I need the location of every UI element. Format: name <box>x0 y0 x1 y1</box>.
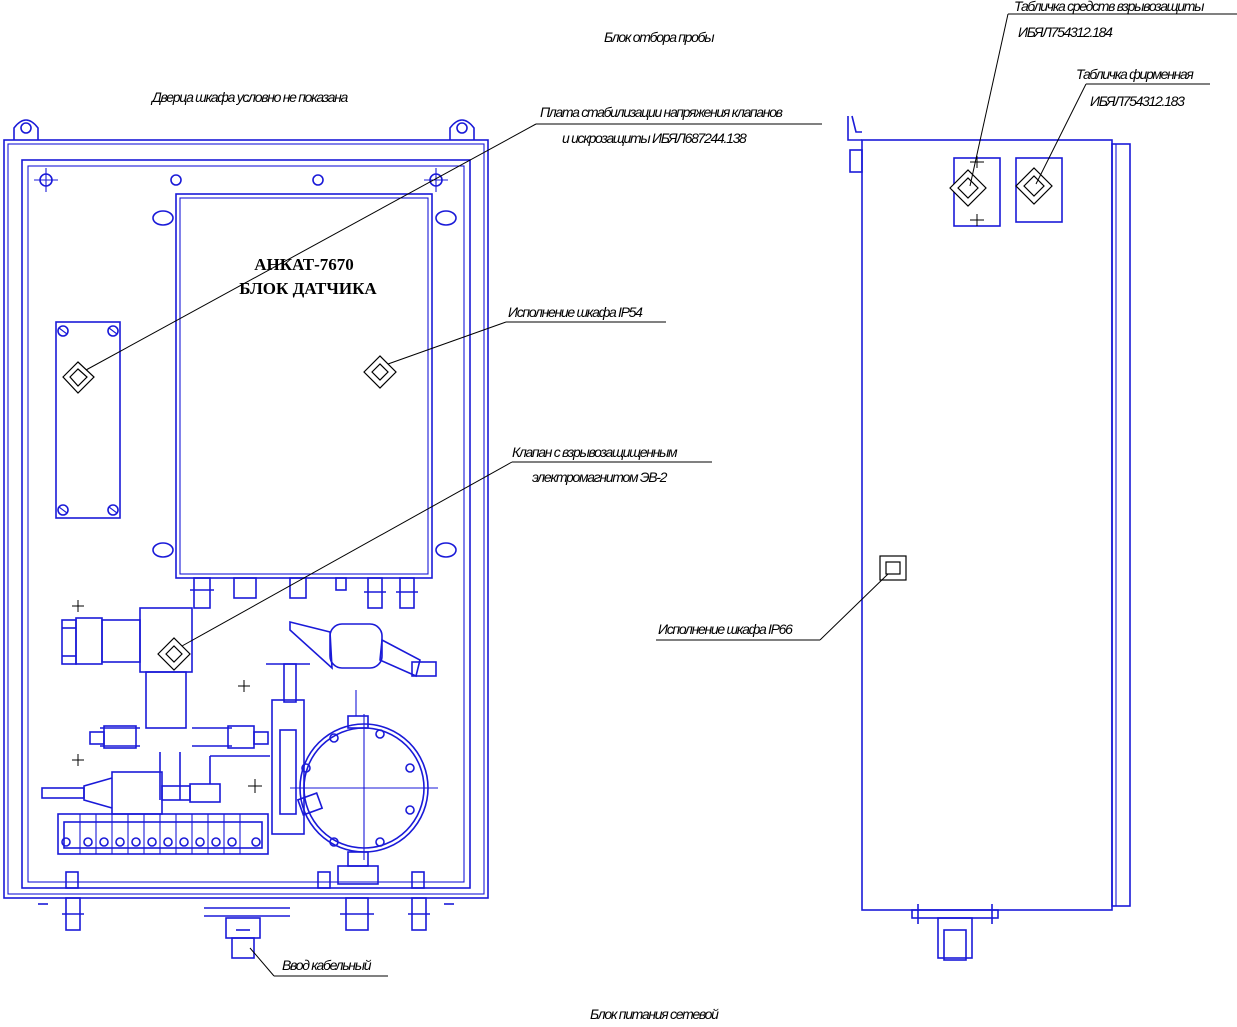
front-cabinet-view: АНКАТ-7670 БЛОК ДАТЧИКА <box>3 119 489 959</box>
device-name-line1: АНКАТ-7670 <box>254 255 354 274</box>
lifting-eye-left <box>13 119 39 140</box>
side-cabinet-body <box>861 139 1113 911</box>
title-bottom: Блок питания сетевой <box>590 1006 719 1022</box>
cabinet-outer-frame <box>3 139 489 899</box>
cable-entry-label: Ввод кабельный <box>282 957 372 973</box>
lifting-eye-right <box>449 119 475 140</box>
title-top: Блок отбора пробы <box>604 29 715 45</box>
filter-inline <box>289 620 437 678</box>
terminal-block <box>57 813 269 855</box>
filter-left <box>41 755 270 815</box>
stabilization-plate <box>55 321 121 519</box>
side-cabinet-view <box>847 115 1131 961</box>
ex-plate-label-2: ИБЯЛ754312.184 <box>1018 24 1113 40</box>
stab-plate-label-2: и искрозащиты ИБЯЛ687244.138 <box>562 130 747 146</box>
valve-label-1: Клапан с взрывозащищенным <box>512 444 678 460</box>
ex-plate-label-1: Табличка средств взрывозащиты <box>1014 0 1205 14</box>
device-name-line2: БЛОК ДАТЧИКА <box>239 279 377 298</box>
stab-plate-label-1: Плата стабилизации напряжения клапанов <box>540 104 783 120</box>
sensor-block: АНКАТ-7670 БЛОК ДАТЧИКА <box>152 193 457 609</box>
ip66-label: Исполнение шкафа IP66 <box>658 621 793 637</box>
firm-plate-label-2: ИБЯЛ754312.183 <box>1090 93 1185 109</box>
cable-entry-gland <box>225 917 261 959</box>
manufacturer-plate <box>1015 157 1063 223</box>
ip54-label: Исполнение шкафа IP54 <box>508 304 643 320</box>
leader-lines <box>62 13 1237 977</box>
needle-valve <box>266 663 310 835</box>
valve-label-2: электромагнитом ЭВ-2 <box>532 469 668 485</box>
pump-unit <box>290 690 438 885</box>
firm-plate-label-1: Табличка фирменная <box>1076 66 1194 82</box>
solenoid-valve <box>61 607 269 800</box>
door-note: Дверца шкафа условно не показана <box>150 89 349 105</box>
cabinet-inner-frame <box>21 159 471 889</box>
